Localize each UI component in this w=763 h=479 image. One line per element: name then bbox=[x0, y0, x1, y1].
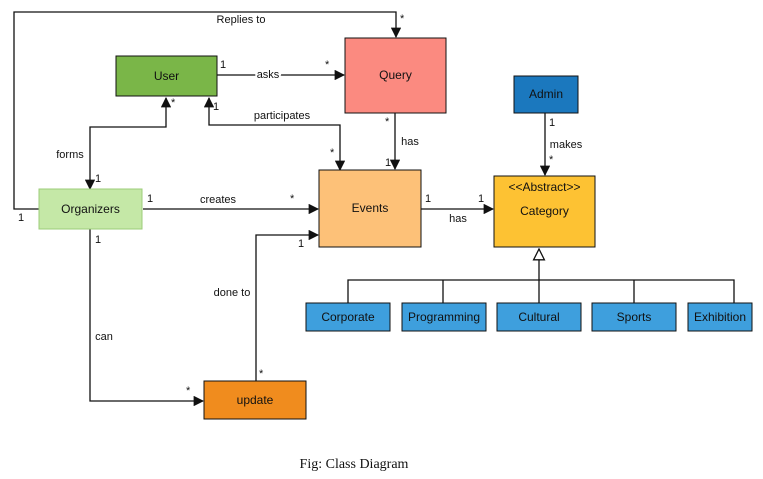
mult-query-has-source: * bbox=[385, 116, 390, 128]
class-query-label: Query bbox=[379, 68, 412, 82]
mult-asks-source: 1 bbox=[220, 59, 226, 71]
label-forms: forms bbox=[56, 149, 84, 161]
class-cultural-label: Cultural bbox=[518, 310, 559, 324]
label-can: can bbox=[95, 331, 113, 343]
mult-makes-source: 1 bbox=[549, 117, 555, 129]
class-corporate-label: Corporate bbox=[321, 310, 375, 324]
class-update-label: update bbox=[237, 393, 274, 407]
class-sports-label: Sports bbox=[617, 310, 652, 324]
class-organizers[interactable]: Organizers bbox=[38, 188, 143, 230]
mult-forms-target: 1 bbox=[95, 173, 101, 185]
edge-forms bbox=[84, 96, 172, 191]
class-events[interactable]: Events bbox=[318, 169, 422, 248]
class-category[interactable]: <<Abstract>> Category bbox=[493, 175, 596, 248]
class-user-label: User bbox=[154, 69, 179, 83]
class-sports[interactable]: Sports bbox=[591, 302, 677, 332]
edge-replies-to bbox=[13, 11, 402, 210]
mult-participates-target: * bbox=[330, 147, 335, 159]
class-update[interactable]: update bbox=[203, 380, 307, 420]
class-query[interactable]: Query bbox=[344, 37, 447, 114]
figure-caption: Fig: Class Diagram bbox=[300, 457, 409, 472]
class-admin-label: Admin bbox=[529, 87, 563, 101]
mult-can-source: 1 bbox=[95, 234, 101, 246]
class-user[interactable]: User bbox=[115, 55, 218, 97]
edge-generalization bbox=[347, 279, 735, 303]
mult-events-has-source: 1 bbox=[425, 193, 431, 205]
mult-can-target: * bbox=[186, 385, 191, 397]
label-events-has: has bbox=[449, 213, 467, 225]
class-exhibition-label: Exhibition bbox=[694, 310, 746, 324]
class-programming-label: Programming bbox=[408, 310, 480, 324]
label-done-to: done to bbox=[214, 287, 251, 299]
class-exhibition[interactable]: Exhibition bbox=[687, 302, 753, 332]
class-events-label: Events bbox=[352, 201, 389, 215]
class-programming[interactable]: Programming bbox=[401, 302, 487, 332]
edge-can bbox=[89, 229, 205, 407]
class-cultural[interactable]: Cultural bbox=[496, 302, 582, 332]
mult-done-to-target: 1 bbox=[298, 238, 304, 250]
mult-creates-target: * bbox=[290, 193, 295, 205]
mult-asks-target: * bbox=[325, 59, 330, 71]
mult-replies-to-target: * bbox=[400, 13, 405, 25]
mult-replies-to-source: 1 bbox=[18, 212, 24, 224]
class-corporate[interactable]: Corporate bbox=[305, 302, 391, 332]
mult-forms-source: * bbox=[171, 97, 176, 109]
label-creates: creates bbox=[200, 194, 237, 206]
label-makes: makes bbox=[550, 139, 583, 151]
class-admin[interactable]: Admin bbox=[513, 75, 579, 114]
mult-query-has-target: 1 bbox=[385, 157, 391, 169]
class-category-label: Category bbox=[520, 204, 569, 218]
label-participates: participates bbox=[254, 110, 311, 122]
label-replies-to: Replies to bbox=[217, 14, 266, 26]
mult-creates-source: 1 bbox=[147, 193, 153, 205]
edge-done-to bbox=[255, 229, 320, 381]
mult-makes-target: * bbox=[549, 154, 554, 166]
class-category-stereotype: <<Abstract>> bbox=[508, 180, 580, 194]
mult-done-to-source: * bbox=[259, 368, 264, 380]
mult-events-has-target: 1 bbox=[478, 193, 484, 205]
mult-participates-source: 1 bbox=[213, 101, 219, 113]
label-query-has: has bbox=[401, 136, 419, 148]
label-asks: asks bbox=[257, 69, 280, 81]
edge-participates bbox=[203, 96, 346, 172]
class-organizers-label: Organizers bbox=[61, 202, 120, 216]
